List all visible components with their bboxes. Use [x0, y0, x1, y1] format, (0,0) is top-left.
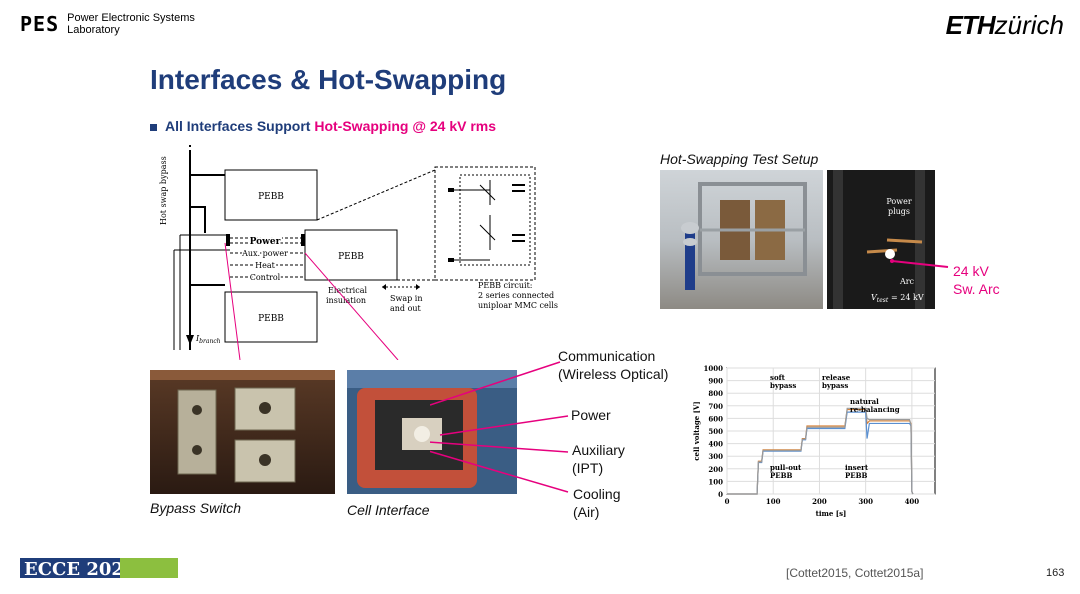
chart-ytick-label: 1000 — [704, 364, 724, 373]
reference: [Cottet2015, Cottet2015a] — [786, 566, 924, 580]
chart-series-line — [727, 407, 914, 495]
bypass-switch-photo — [150, 370, 335, 494]
arc-pointer — [890, 259, 949, 268]
page-number: 163 — [1046, 567, 1065, 579]
pebb-schematic: PEBB PEBB PEBB Power Aux. power Heat Con… — [159, 145, 558, 360]
chart-ytick-label: 900 — [708, 377, 723, 386]
chart-ylabel: cell voltage [V] — [692, 401, 701, 460]
auxiliary-callout-line2: (IPT) — [572, 460, 604, 476]
chart-xtick-label: 0 — [725, 497, 730, 506]
cooling-callout: Cooling (Air) — [573, 485, 620, 521]
test-setup-photo — [660, 170, 823, 309]
ecce-logo: ECCE 2022 — [20, 558, 178, 580]
communication-callout-line2: (Wireless Optical) — [558, 366, 669, 382]
heat-label: Heat — [255, 261, 275, 270]
chart-xtick-label: 400 — [905, 497, 920, 506]
chart-xlabel: time [s] — [816, 509, 847, 518]
vtest-label: = 24 kV — [891, 293, 924, 302]
bullet-point: All Interfaces Support Hot-Swapping @ 24… — [150, 118, 496, 134]
swap-out-label: and out — [390, 304, 422, 313]
control-label: Control — [250, 273, 281, 282]
communication-callout-line1: Communication — [558, 348, 656, 364]
circuit-label-1: PEBB circuit: — [478, 281, 533, 290]
circuit-label-2: 2 series connected — [478, 291, 554, 300]
chart-xtick-label: 300 — [858, 497, 873, 506]
chart-ytick-label: 200 — [708, 465, 723, 474]
chart-ytick-label: 700 — [708, 402, 723, 411]
chart-xtick-label: 100 — [766, 497, 781, 506]
eth-logo-bold: ETH — [945, 10, 996, 40]
cooling-callout-line2: (Air) — [573, 504, 600, 520]
chart-series-line — [727, 411, 914, 495]
power-plugs-label-1: Power — [886, 197, 911, 206]
lab-name-line1: Power Electronic Systems — [67, 12, 195, 24]
chart-ytick-label: 800 — [708, 389, 723, 398]
chart-ytick-label: 100 — [708, 477, 723, 486]
ibranch-label: Ibranch — [195, 334, 221, 345]
lab-name: Power Electronic Systems Laboratory — [67, 12, 195, 36]
chart-xtick-label: 200 — [812, 497, 827, 506]
power-plugs-label-2: plugs — [888, 207, 910, 216]
arc-label: Arc — [899, 277, 915, 286]
vtest-symbol: Vtest — [871, 293, 889, 304]
cell-voltage-chart: 0 100 200 300 400 500 600 700 800 900 1000 0 100 200 3… — [692, 364, 936, 518]
bullet-text: All Interfaces Support — [165, 118, 315, 134]
cooling-callout-line1: Cooling — [573, 486, 621, 502]
lab-logo-mark: PES — [20, 12, 60, 36]
slide-title: Interfaces & Hot-Swapping — [150, 64, 507, 95]
bypass-switch-caption: Bypass Switch — [150, 500, 242, 516]
ecce-logo-text: ECCE 2022 — [24, 559, 136, 580]
cell-interface-caption: Cell Interface — [347, 502, 430, 518]
arc-callout-line1: 24 kV — [953, 263, 989, 279]
eth-logo-rest: zürich — [994, 10, 1064, 40]
arc-callout-line2: Sw. Arc — [953, 281, 1000, 297]
electrical-label: Electrical — [328, 286, 367, 295]
arc-photo: Power plugs Arc Vtest = 24 kV — [827, 170, 935, 309]
chart-ytick-label: 400 — [708, 440, 723, 449]
power-label: Power — [250, 237, 281, 247]
pebb-mid-label: PEBB — [338, 252, 364, 262]
aux-power-label: Aux. power — [241, 249, 288, 258]
communication-callout: Communication (Wireless Optical) — [558, 347, 668, 383]
cell-interface-photo — [347, 370, 517, 494]
chart-ytick-label: 600 — [708, 414, 723, 423]
auxiliary-callout-line1: Auxiliary — [572, 442, 625, 458]
hot-swap-bypass-label: Hot swap bypass — [159, 156, 168, 225]
auxiliary-callout: Auxiliary (IPT) — [572, 441, 625, 477]
callout-pointers — [430, 361, 569, 493]
eth-logo: ETHzürich — [946, 10, 1064, 41]
lab-logo: PES Power Electronic Systems Laboratory — [20, 12, 195, 36]
pebb-bottom-label: PEBB — [258, 314, 284, 324]
circuit-label-3: uniploar MMC cells — [478, 301, 558, 310]
bullet-highlight: Hot-Swapping @ 24 kV rms — [314, 118, 497, 134]
swap-in-label: Swap in — [390, 294, 422, 303]
arc-callout: 24 kV Sw. Arc — [953, 262, 1000, 298]
lab-name-line2: Laboratory — [67, 24, 120, 36]
bullet-square-icon — [150, 123, 157, 131]
chart-ytick-label: 0 — [718, 490, 723, 499]
test-setup-caption: Hot-Swapping Test Setup — [660, 151, 819, 167]
chart-ytick-label: 500 — [708, 427, 723, 436]
pebb-top-label: PEBB — [258, 192, 284, 202]
chart-ytick-label: 300 — [708, 452, 723, 461]
power-callout: Power — [571, 407, 611, 423]
